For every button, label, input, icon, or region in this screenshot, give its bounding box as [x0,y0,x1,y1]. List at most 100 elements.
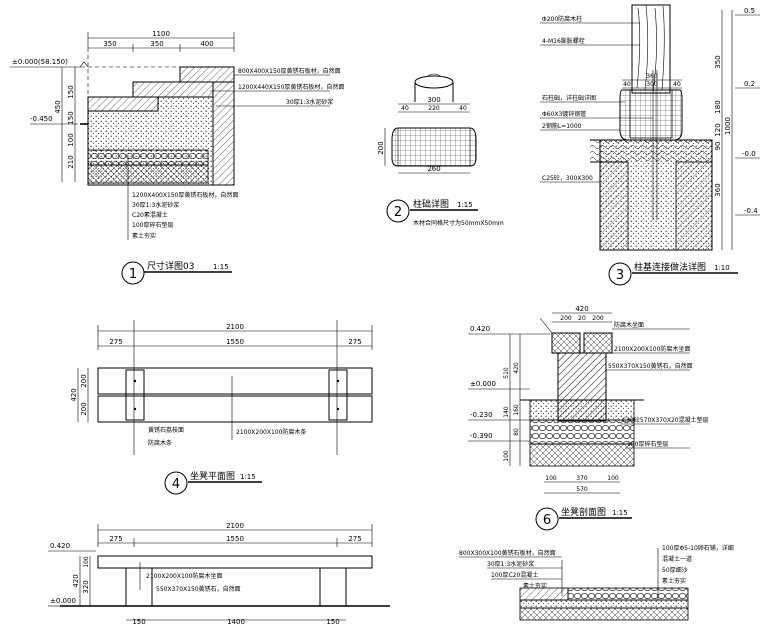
d5-elev-zero: ±0.000 [50,597,76,605]
d2-number: 2 [394,205,402,220]
d1-top-slab [179,66,235,83]
d2-number-circle [386,199,410,223]
d2-title: 柱础详图 [413,198,449,210]
d6-dim-100: 100 [503,450,510,462]
detail-4-bench-plan: 2100 275 1550 275 420 200 200 黄锈石荔枝面 防腐木… [70,320,373,495]
d6-dim-b2: 100 [607,475,619,482]
d3-dim-1000: 1000 [724,117,732,135]
d4-dim-left: 275 [109,338,122,346]
d1-scale: 1:15 [213,263,229,271]
d1-bottom-slab [87,96,159,112]
d5-dim-100: 100 [83,556,90,568]
d5-dim-320: 320 [82,580,90,593]
d6-number: 6 [543,513,551,528]
d1-title: 尺寸详图03 [147,260,194,272]
d3-dim-90: 90 [714,142,722,151]
d3-title: 柱基连接做法详图 [634,261,706,273]
d4-dim-mid: 1550 [226,338,244,346]
d7-note-l2: 100厚C20混凝土 [491,571,538,579]
d5-dim-420: 420 [72,574,80,587]
d1-note-b0: 1200X400X150厚黄锈石板材，自然面 [132,191,238,199]
d6-elev-1: ±0.000 [470,380,496,388]
d6-dim-b1: 370 [576,475,588,482]
d5-seat [97,555,373,569]
d7-note-r1: 混凝土一道 [662,555,692,563]
d4-number: 4 [172,477,180,492]
d3-note-5: C25砼，300X300 [542,174,593,182]
d5-elev-top: 0.420 [50,542,70,550]
d3-number: 3 [616,268,624,283]
d3-elev-1: 0.2 [744,80,755,88]
d6-elev-2: -0.230 [470,411,493,419]
d1-dim-left-450: 450 [54,100,62,113]
d3-number-circle [608,262,632,286]
d2-dim-300: 300 [427,96,440,104]
d3-dim-40a: 40 [623,81,631,88]
detail-7-paving-section: 800X300X100黄锈石板材，自然面 30厚1:3水泥砂浆 100厚C20混… [459,544,734,621]
d1-dim-left-100: 100 [67,133,75,146]
detail-6-bench-section: 420 200 20 200 0.420 ±0.000 -0.230 -0.39… [468,305,709,531]
d3-elev-0: 0.5 [744,7,755,15]
d1-soil [87,164,209,184]
d6-dim-420: 420 [575,305,588,313]
d6-dim-80: 80 [513,428,520,436]
d5-leg-right [319,567,347,607]
d4-scale: 1:15 [240,473,256,481]
d2-scale: 1:15 [457,201,473,209]
d4-dim-200a: 200 [80,374,88,387]
d1-note-b3: 100厚碎石垫层 [132,221,173,229]
d6-note-0: 防腐木坐面 [614,321,644,329]
d6-dim-200a: 200 [560,315,572,322]
d4-number-circle [164,471,188,495]
d1-middle-slab [132,81,214,98]
d4-dim-right: 275 [348,338,361,346]
d3-elev-2: -0.0 [742,150,756,158]
d2-dim-40a: 40 [401,105,409,112]
d5-dim-a: 275 [109,535,122,543]
d1-note-b2: C20素混凝土 [132,211,168,219]
d3-elev-3: -0.4 [744,207,758,215]
d6-dim-140: 140 [503,406,510,418]
d1-dim-a: 350 [103,40,116,48]
d3-note-1: 4-M16膨胀螺栓 [542,37,585,45]
d2-dim-height: 200 [377,141,385,154]
d6-dim-200b: 200 [592,315,604,322]
d1-dim-left-210: 210 [67,155,75,168]
d7-note-r3: 素土夯实 [662,577,686,585]
d1-number: 1 [129,267,137,282]
d3-note-2: 石柱础，详柱础详图 [542,94,596,102]
detail-5-bench-elevation: 2100 275 1550 275 0.420 ±0.000 100 420 3… [48,522,390,626]
detail-2-column-base: 300 40 220 40 200 260 2 柱础详图 1:15 木材合同格尺… [377,73,504,227]
d1-note-r2: 30厚1:3水泥砂浆 [286,98,333,106]
d1-elev-minus: -0.450 [30,115,53,123]
d4-title: 坐凳平面图 [190,471,235,482]
d2-base-block [391,127,477,167]
detail-1-step-section: 1100 350 350 400 ±0.000(58.150) -0.450 4… [10,30,344,285]
d3-dim-350: 350 [714,55,722,68]
d5-dim-total: 2100 [226,522,244,530]
d3-note-4: 2钢筋L=1000 [542,122,582,130]
d1-dim-b: 350 [150,40,163,48]
d5-dim-b1: 1400 [227,618,245,626]
d6-note-2: 550X370X150黄锈石，自然面 [608,362,693,370]
d4-plank-top [97,367,373,395]
d6-dim-b0: 100 [545,475,557,482]
d4-label-1: 防腐木条 [148,439,172,447]
d6-dim-420b: 420 [513,362,520,374]
d4-dim-total: 2100 [226,323,244,331]
d2-dim-260: 260 [427,165,440,173]
d6-dim-b3: 570 [576,486,588,493]
d4-support-left [125,369,145,421]
d5-dim-c: 275 [348,535,361,543]
d6-title: 坐凳剖面图 [561,506,606,518]
d3-dim-120: 120 [714,123,722,136]
d3-note-3: Φ60X3镀锌钢管 [542,110,586,118]
d3-dim-360: 360 [646,73,658,80]
d6-elev-3: -0.390 [470,432,493,440]
d6-elev-0: 0.420 [470,325,490,333]
d1-number-circle [121,261,145,285]
d1-gravel [87,149,209,166]
detail-3-column-footing: 360 40 300 40 Φ200防腐木柱 4-M16膨胀螺栓 石柱础，详柱础… [540,4,760,286]
d6-dim-20: 20 [578,315,586,322]
